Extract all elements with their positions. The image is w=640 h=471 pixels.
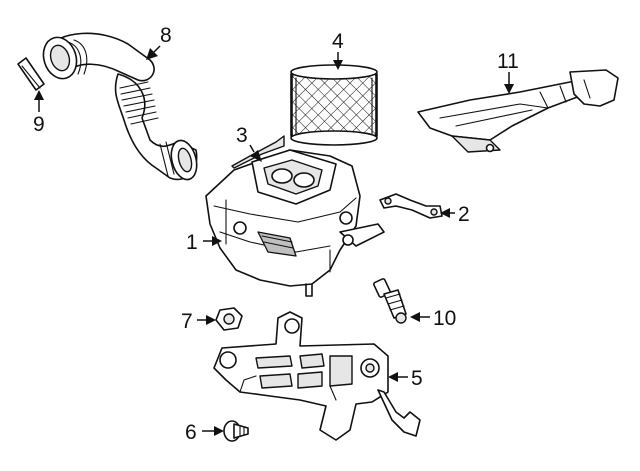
callout-5: 5 xyxy=(411,367,423,390)
callout-3: 3 xyxy=(236,124,248,147)
callout-9: 9 xyxy=(33,113,45,136)
callout-6: 6 xyxy=(185,421,197,444)
callout-4: 4 xyxy=(332,30,344,53)
nut-part xyxy=(215,307,243,331)
hose-clamp-part xyxy=(17,57,45,91)
callout-11: 11 xyxy=(497,50,519,73)
callout-labels: 1 2 3 4 5 6 7 8 9 10 11 xyxy=(33,24,519,444)
callout-7: 7 xyxy=(181,310,193,333)
intake-hose-part xyxy=(42,32,198,181)
push-clip-part xyxy=(223,420,249,442)
mounting-bracket-part xyxy=(379,193,443,219)
callout-10: 10 xyxy=(433,307,456,330)
leader-lines xyxy=(34,45,514,436)
air-filter-element-part xyxy=(290,64,378,146)
air-cleaner-housing-part xyxy=(205,135,385,297)
support-tray-part xyxy=(213,311,421,441)
air-duct-part xyxy=(417,69,619,153)
sensor-part xyxy=(373,278,407,324)
callout-8: 8 xyxy=(160,24,172,47)
callout-2: 2 xyxy=(458,203,470,226)
callout-1: 1 xyxy=(186,231,198,254)
